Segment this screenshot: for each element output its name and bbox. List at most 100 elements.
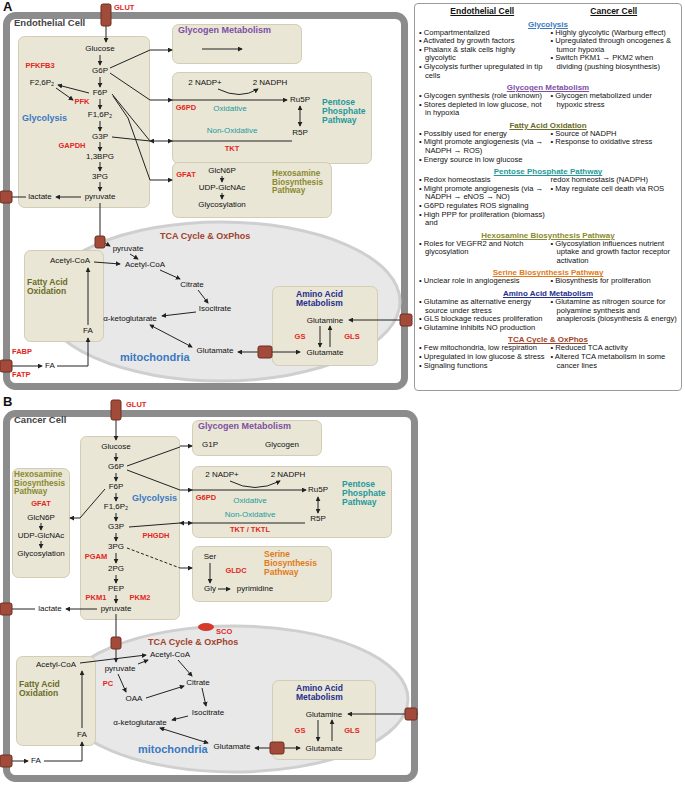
metabolite-label: Acetyl-CoA bbox=[11, 660, 101, 669]
table-column: • Biosynthesis for proliferation bbox=[551, 277, 678, 286]
pathway-title: Pentose Phosphate Pathway bbox=[342, 480, 390, 507]
organelle-name: mitochondria bbox=[138, 744, 208, 756]
enzyme-label: PFK bbox=[37, 98, 127, 107]
metabolite-label: G1P bbox=[165, 440, 255, 449]
reaction-arrow bbox=[112, 94, 150, 141]
table-column: • Unclear role in angiogenesis bbox=[419, 277, 546, 286]
metabolite-label: F6P bbox=[55, 88, 145, 97]
table-cell: • May regulate cell death via ROS bbox=[551, 185, 678, 194]
reaction-arrow bbox=[100, 55, 101, 65]
enzyme-label: PKM1 bbox=[51, 594, 141, 603]
reaction-arrow bbox=[150, 325, 192, 347]
table-row: • Roles for VEGFR2 and Notch glycosylati… bbox=[419, 240, 677, 266]
reaction-arrow bbox=[113, 96, 150, 180]
metabolite-label: 2PG bbox=[71, 564, 161, 573]
reaction-arrow bbox=[100, 99, 101, 109]
table-cell: redox homeostasis (NADPH) bbox=[551, 176, 678, 185]
pathway-box-fill bbox=[81, 437, 180, 620]
table-column: • Glycosylation influences nutrient upta… bbox=[551, 240, 678, 266]
metabolite-label: G3P bbox=[55, 132, 145, 141]
enzyme-label: G6PD bbox=[141, 104, 231, 113]
reaction-arrow bbox=[318, 720, 319, 741]
pathway-connector bbox=[150, 50, 172, 51]
table-cell: • Activated by growth factors bbox=[419, 37, 546, 46]
metabolite-label: Acetyl-CoA bbox=[25, 256, 115, 265]
table-cell: • Glycosylation influences nutrient upta… bbox=[551, 240, 678, 266]
pathway-box-fill bbox=[173, 25, 302, 64]
table-row: • Glycogen synthesis (role unknown)• Sto… bbox=[419, 92, 677, 118]
table-row: Endothelial CellCancer Cell bbox=[419, 7, 677, 17]
reaction-arrow bbox=[118, 674, 126, 692]
metabolite-label: 2 NADPH bbox=[225, 78, 315, 87]
table-cell: • Highly glycolytic (Warburg effect) bbox=[551, 29, 678, 38]
reaction-arrow bbox=[82, 671, 83, 728]
pathway-connector bbox=[150, 180, 172, 181]
enzyme-label: GLS bbox=[307, 333, 397, 342]
enzyme-label: GS bbox=[255, 333, 345, 342]
metabolite-label: UDP-GlcNAc bbox=[0, 531, 86, 540]
metabolite-label: Glutamate bbox=[280, 348, 370, 357]
reaction-arrow bbox=[116, 595, 117, 603]
enzyme-label: PFKFB3 bbox=[0, 62, 85, 71]
reaction-arrow bbox=[127, 447, 180, 466]
table-cell: • Possibly used for energy bbox=[419, 130, 546, 139]
table-cell: • Glycogen synthesis (role unknown) bbox=[419, 92, 546, 101]
pathway-title: Amino Acid Metabolism bbox=[296, 290, 376, 308]
metabolite-label: UDP-GlcNAc bbox=[177, 183, 267, 192]
table-cell: • Glutamine as nitrogen source for polya… bbox=[551, 298, 678, 324]
reaction-arrow bbox=[192, 490, 306, 491]
reaction-arrow bbox=[116, 473, 117, 481]
organelle-name: mitochondria bbox=[120, 352, 190, 364]
section-heading: Fatty Acid Oxidation bbox=[419, 121, 677, 130]
reaction-arrow bbox=[318, 497, 319, 513]
metabolite-label: FA bbox=[5, 361, 95, 370]
table-column: • Compartmentalized• Activated by growth… bbox=[419, 29, 546, 80]
metabolite-label: Glycogen bbox=[237, 440, 327, 449]
transporter bbox=[95, 236, 105, 248]
pathway-box-fill bbox=[273, 287, 378, 366]
metabolite-label: Ser bbox=[165, 552, 255, 561]
route-label: Non-Oxidative bbox=[205, 510, 295, 519]
pathway-box: Glycogen Metabolism bbox=[192, 420, 322, 456]
metabolite-label: Citrate bbox=[147, 280, 237, 289]
reaction-arrow bbox=[172, 141, 292, 142]
metabolite-label: Glucose bbox=[71, 442, 161, 451]
table-cell: • GLS blockage reduces proliferation bbox=[419, 315, 546, 324]
reaction-arrow bbox=[41, 523, 42, 530]
table-cell: • Few mitochondria, low respiration bbox=[419, 344, 546, 353]
table-cell: • G6PD regulates ROS signaling bbox=[419, 202, 546, 211]
enzyme-label: FABP bbox=[12, 348, 32, 357]
table-column: • Reduced TCA activity• Altered TCA meta… bbox=[551, 344, 678, 370]
enzyme-label: GLUT bbox=[126, 401, 146, 410]
table-cell: • Upregulated through oncogenes & tumor … bbox=[551, 37, 678, 54]
table-row: • Few mitochondria, low respiration• Upr… bbox=[419, 344, 677, 370]
table-column: • Glutamine as nitrogen source for polya… bbox=[551, 298, 678, 332]
metabolite-label: GlcN6P bbox=[0, 513, 86, 522]
reaction-arrow bbox=[222, 176, 223, 182]
metabolite-label: 3PG bbox=[71, 542, 161, 551]
mitochondrion: TCA Cycle & OxPhosmitochondria bbox=[58, 624, 410, 774]
metabolite-label: 2 NADPH bbox=[243, 470, 333, 479]
table-column: • Roles for VEGFR2 and Notch glycosylati… bbox=[419, 240, 546, 266]
table-column: • Glycogen metabolized under hypoxic str… bbox=[551, 92, 678, 118]
table-cell: • High PPP for proliferation (biomass) a… bbox=[419, 211, 546, 228]
table-cell: • Compartmentalized bbox=[419, 29, 546, 38]
column-header: Endothelial Cell bbox=[419, 7, 546, 17]
pathway-title: Hexosamine Biosynthesis Pathway bbox=[272, 170, 330, 196]
reaction-arrow bbox=[56, 88, 73, 100]
table-cell: • Switch PKM1 → PKM2 when dividing (push… bbox=[551, 54, 678, 71]
metabolite-label: G6P bbox=[55, 66, 145, 75]
table-row: • Compartmentalized• Activated by growth… bbox=[419, 29, 677, 80]
reaction-arrow bbox=[146, 686, 184, 698]
transporter bbox=[111, 400, 121, 420]
pathway-connector bbox=[180, 568, 192, 569]
table-row: • Redox homeostasis• Might promote angio… bbox=[419, 176, 677, 227]
transporter bbox=[0, 360, 12, 372]
table-cell: • Phalanx & stalk cells highly glycolyti… bbox=[419, 46, 546, 63]
pathway-title: Endothelial Cell bbox=[14, 18, 85, 28]
enzyme-label: GFAT bbox=[0, 500, 86, 509]
comparison-table: Endothelial CellCancer CellGlycolysis• C… bbox=[414, 3, 682, 391]
pathway-box-fill bbox=[193, 421, 322, 456]
pathway-box-fill bbox=[173, 163, 332, 218]
route-label: Oxidative bbox=[205, 496, 295, 505]
